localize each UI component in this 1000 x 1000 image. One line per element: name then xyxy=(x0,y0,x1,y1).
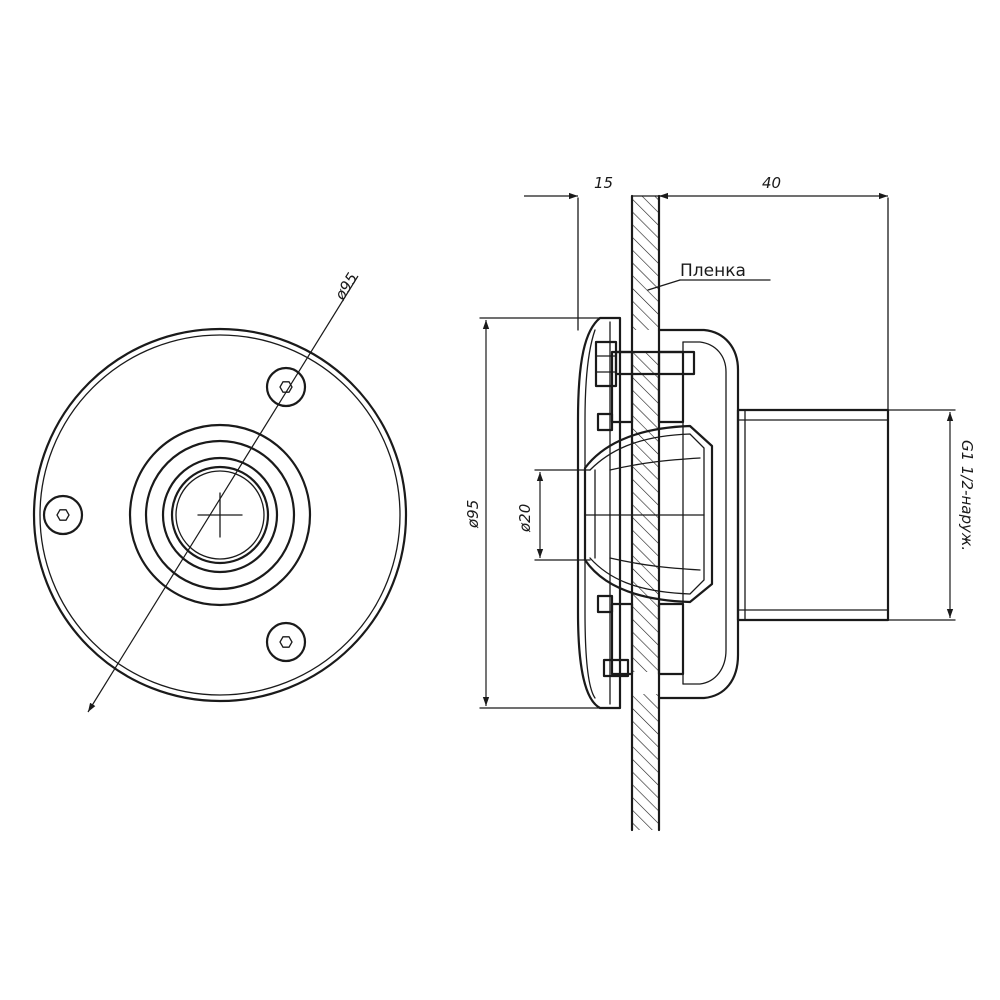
side-diameter-label: ø95 xyxy=(464,500,482,529)
bolt-small-lower xyxy=(596,594,614,614)
bolt-bottom xyxy=(602,658,630,678)
threaded-pipe xyxy=(736,408,890,622)
front-diameter-dimension-line xyxy=(87,275,359,713)
nozzle-circle-outer xyxy=(161,456,279,574)
top-dimensions: 15 40 xyxy=(524,174,889,411)
front-diameter-label: ø95 xyxy=(331,270,362,304)
ring-circle-outer xyxy=(128,423,312,607)
dim-15-label: 15 xyxy=(594,174,613,192)
thread-label: G1 1/2-наруж. xyxy=(958,440,976,551)
side-view: 15 40 Пленка ø95 ø20 G1 1/2-н xyxy=(464,174,976,832)
inner-diameter-dimension: ø20 xyxy=(516,469,591,561)
membrane-callout: Пленка xyxy=(647,261,771,291)
ring-circle-middle xyxy=(144,439,296,591)
front-view: ø95 xyxy=(32,270,408,713)
screw-left xyxy=(42,494,84,536)
ball-nozzle xyxy=(583,424,714,604)
membrane-label: Пленка xyxy=(680,261,746,281)
nozzle-bore xyxy=(175,470,265,560)
screw-bottom-right xyxy=(265,621,307,663)
screw-top-right xyxy=(265,366,307,408)
bolt-top xyxy=(594,340,696,388)
outer-flange-inner-edge xyxy=(39,334,401,696)
nozzle-circle-inner xyxy=(170,465,270,565)
outer-flange-circle xyxy=(32,327,408,703)
rear-housing xyxy=(657,328,740,700)
bolt-small-upper xyxy=(596,412,614,432)
wall-section xyxy=(630,194,661,832)
side-diameter-dimension: ø95 xyxy=(464,317,601,709)
dim-40-label: 40 xyxy=(762,174,781,192)
inner-diameter-label: ø20 xyxy=(516,504,534,533)
thread-dimension: G1 1/2-наруж. xyxy=(887,409,976,621)
